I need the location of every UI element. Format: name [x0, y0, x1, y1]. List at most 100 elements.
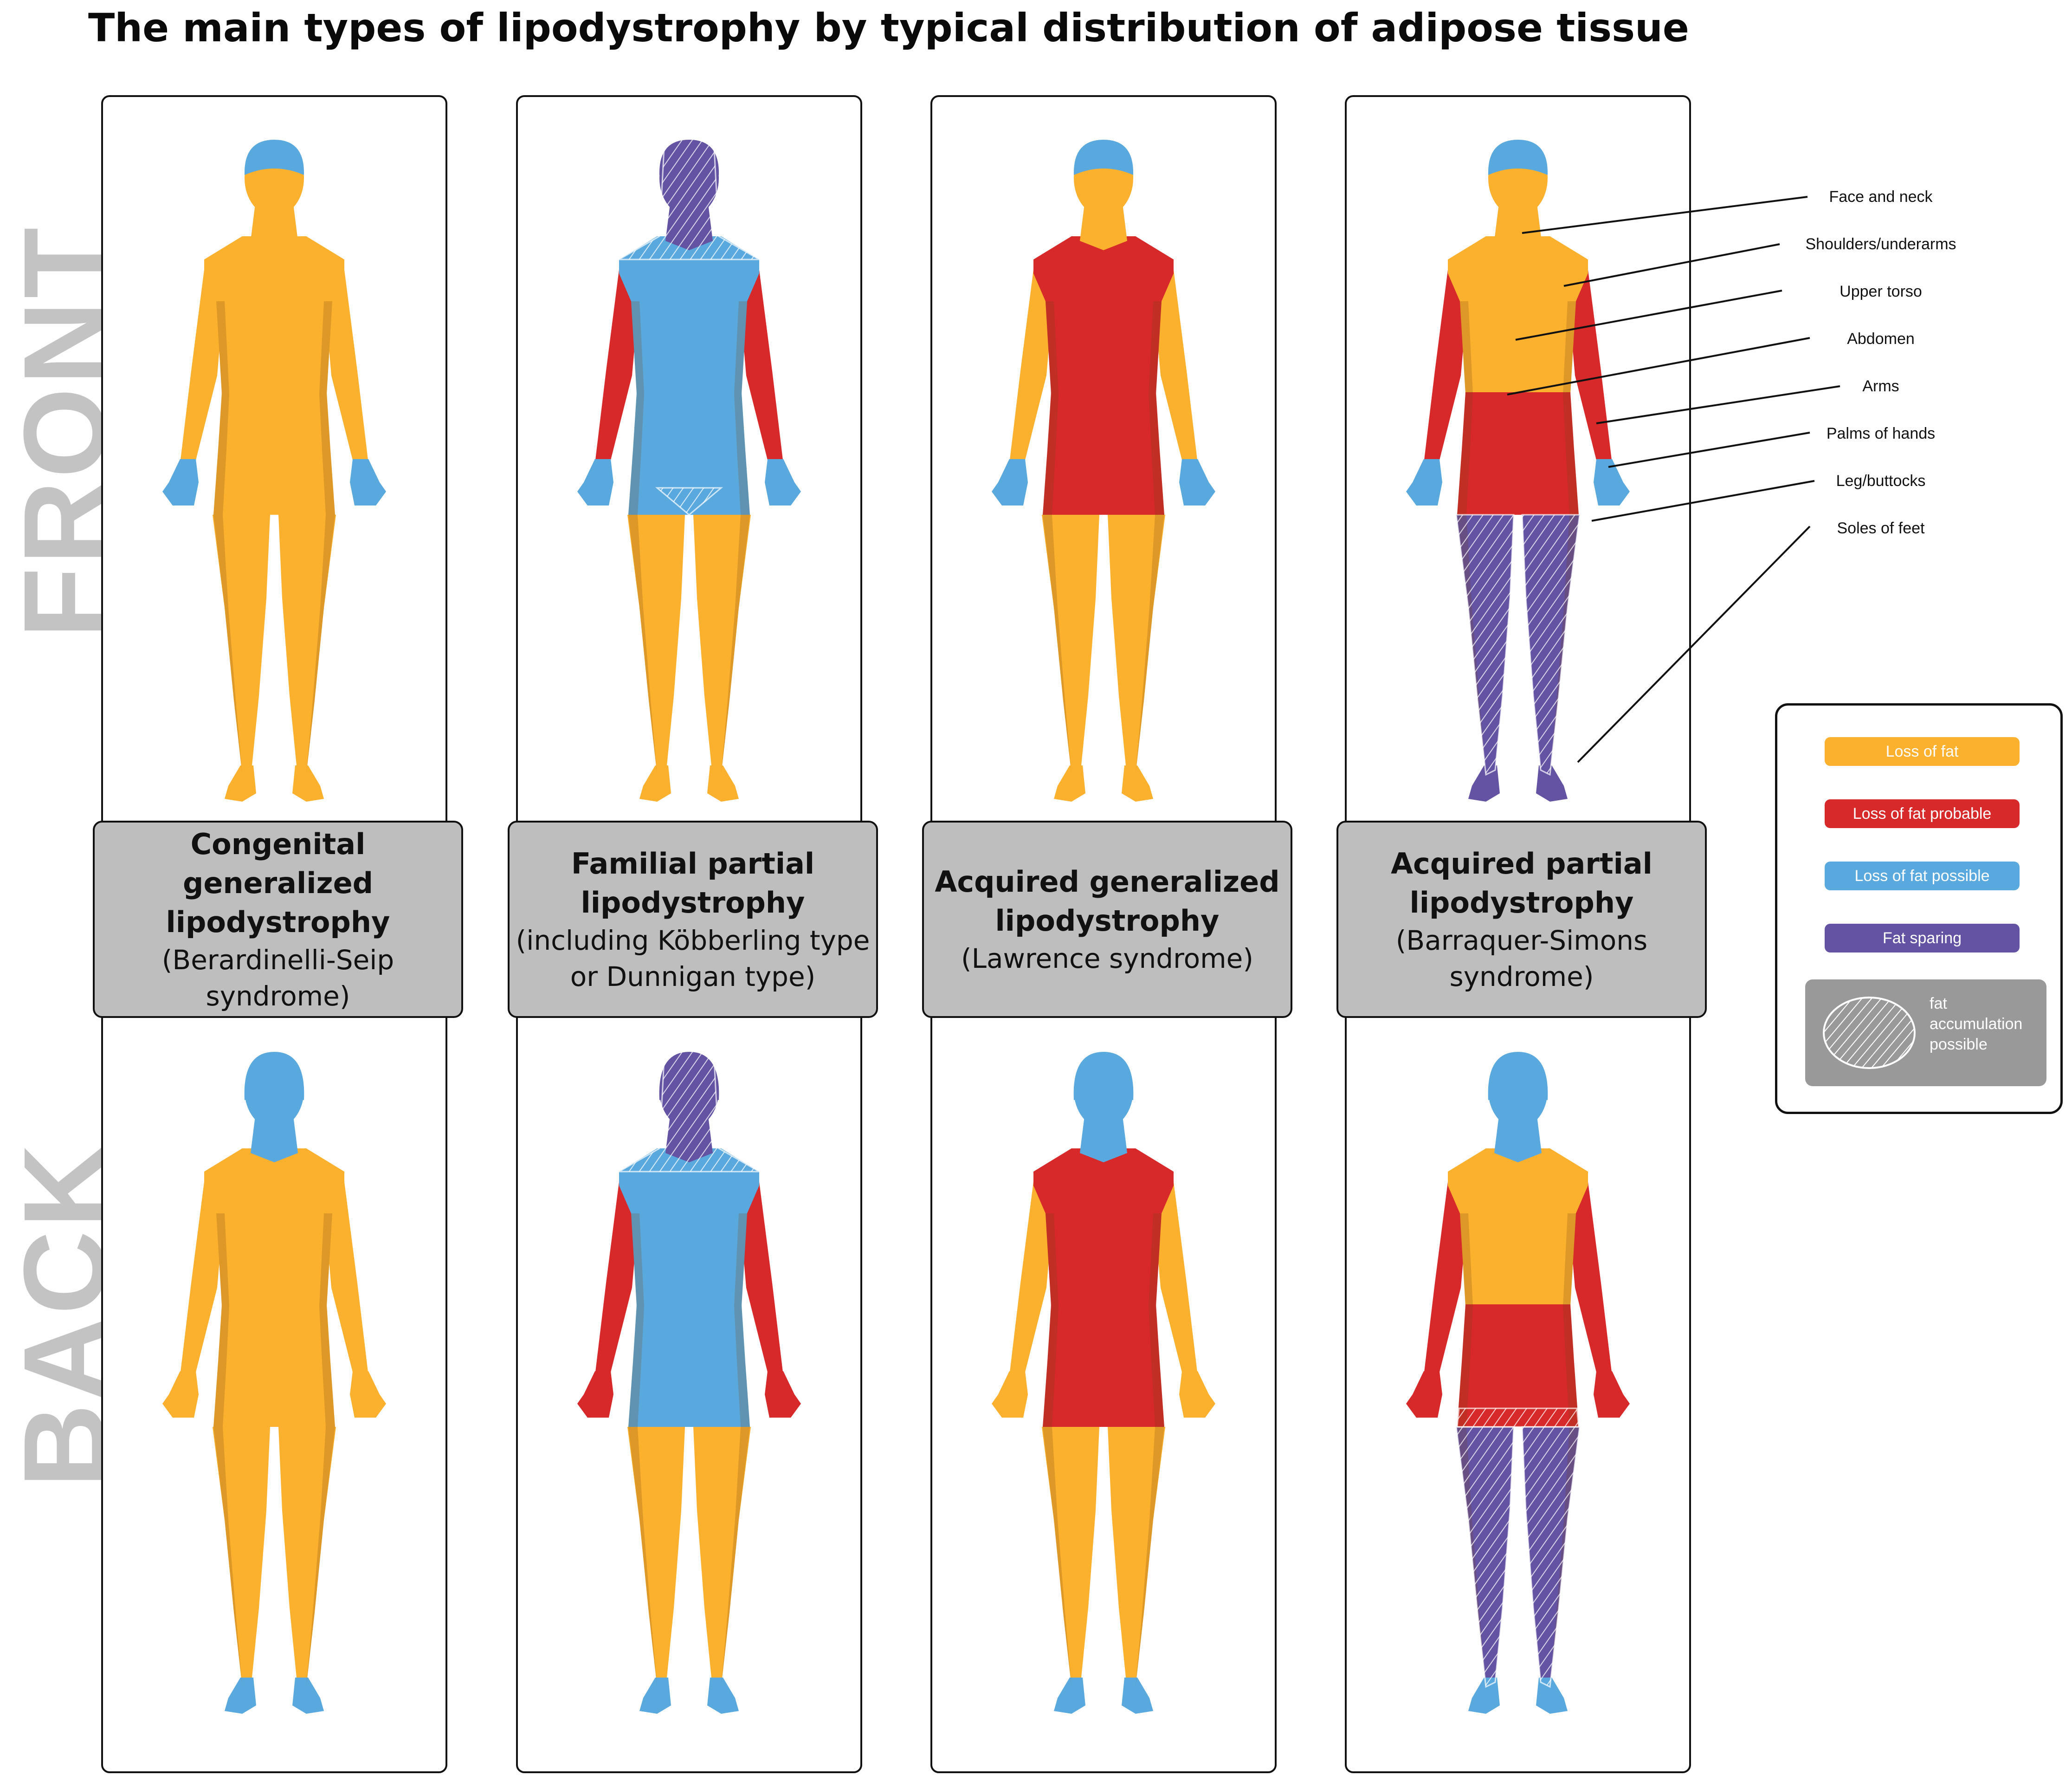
body-shading: [1457, 1213, 1486, 1687]
body-region-legs: [1108, 1427, 1165, 1687]
body-shading: [306, 301, 335, 775]
body-region-upper-torso: [204, 236, 344, 394]
body-region-hands: [350, 459, 386, 505]
body-region-hands: [1179, 1371, 1215, 1418]
body-region-arms: [1567, 1182, 1612, 1376]
body-region-legs: [213, 515, 270, 775]
region-label-face-neck: Face and neck: [1829, 188, 1933, 206]
body-region-legs: [278, 515, 336, 775]
region-label-soles: Soles of feet: [1837, 519, 1925, 537]
body-region-legs: [213, 1427, 270, 1687]
fat-accumulation-zone: [616, 136, 762, 260]
type-caption-acquired-generalized: Acquired generalized lipodystrophy (Lawr…: [922, 821, 1292, 1018]
back-view-panel-congenital-generalized: [101, 1003, 447, 1773]
type-subtitle: (including Köbberling type or Dunnigan t…: [516, 924, 870, 992]
front-body-figure: [1406, 140, 1630, 802]
body-region-hands: [992, 459, 1028, 505]
body-region-feet: [1536, 1678, 1568, 1714]
type-caption-familial-partial: Familial partial lipodystrophy (includin…: [508, 821, 878, 1018]
type-name: Familial partial lipodystrophy: [571, 846, 815, 920]
legend-item-loss-probable: Loss of fat probable: [1825, 799, 2020, 828]
legend-item-fat-sparing: Fat sparing: [1825, 924, 2020, 953]
region-label-upper-torso: Upper torso: [1840, 283, 1922, 300]
body-region-face-neck: [1080, 1116, 1127, 1162]
back-body-figure: [992, 1052, 1215, 1714]
body-region-arms: [595, 1182, 640, 1376]
type-name: Congenital generalized lipodystrophy: [166, 827, 390, 939]
body-shading: [721, 301, 750, 775]
body-region-head: [1488, 140, 1548, 175]
body-region-feet: [225, 765, 256, 802]
body-region-feet: [1468, 1678, 1500, 1714]
type-caption-congenital-generalized: Congenital generalized lipodystrophy (Be…: [93, 821, 463, 1018]
region-label-abdomen: Abdomen: [1847, 330, 1915, 348]
body-region-arms: [180, 1182, 226, 1376]
body-region-hands: [992, 1371, 1028, 1418]
body-region-hands: [765, 459, 801, 505]
body-region-face-neck: [1080, 204, 1127, 250]
body-region-arms: [738, 1182, 783, 1376]
body-region-legs: [1042, 515, 1099, 775]
front-view-panel-acquired-generalized: [930, 95, 1277, 838]
body-region-head: [244, 140, 304, 175]
body-region-legs: [627, 1427, 685, 1687]
body-shading: [1136, 1213, 1164, 1687]
body-region-feet: [1122, 765, 1153, 802]
body-region-hands: [350, 1371, 386, 1418]
body-region-arms: [323, 1182, 368, 1376]
body-region-legs: [693, 1427, 751, 1687]
body-region-arms: [1009, 1182, 1055, 1376]
body-shading: [306, 1213, 335, 1687]
body-region-abdomen: [1457, 1304, 1579, 1427]
body-region-feet: [639, 1678, 671, 1714]
body-region-hands: [577, 459, 613, 505]
body-region-upper-torso: [204, 1148, 344, 1306]
body-region-head: [1073, 140, 1134, 175]
back-body-figure: [1406, 1052, 1630, 1714]
front-body-figure: [162, 140, 386, 802]
body-region-head: [244, 1052, 304, 1100]
back-view-panel-familial-partial: [516, 1003, 862, 1773]
body-region-feet: [639, 765, 671, 802]
fat-accumulation-zone: [1521, 514, 1581, 776]
body-region-head: [1488, 1052, 1548, 1100]
fat-accumulation-zone: [616, 1048, 762, 1173]
body-region-face-neck: [251, 1116, 298, 1162]
body-region-upper-torso: [619, 236, 759, 394]
body-region-upper-torso: [1448, 1148, 1588, 1306]
body-region-hands: [1179, 459, 1215, 505]
legend: Loss of fat Loss of fat probable Loss of…: [1775, 703, 2063, 1114]
body-region-arms: [738, 270, 783, 464]
back-view-panel-acquired-partial: [1345, 1003, 1691, 1773]
type-subtitle: (Barraquer-Simons syndrome): [1395, 924, 1648, 992]
body-region-legs: [693, 515, 751, 775]
body-shading: [721, 1213, 750, 1687]
body-region-head: [1073, 1052, 1134, 1100]
region-label-palms: Palms of hands: [1826, 425, 1936, 442]
type-subtitle: (Berardinelli-Seip syndrome): [161, 944, 394, 1012]
body-region-abdomen: [1457, 392, 1579, 515]
body-region-abdomen: [1043, 1304, 1164, 1427]
fat-accumulation-zone: [1455, 1426, 1515, 1688]
body-region-feet: [1054, 765, 1085, 802]
body-region-feet: [292, 765, 324, 802]
body-region-hands: [765, 1371, 801, 1418]
fat-accumulation-zone: [1455, 514, 1515, 776]
body-region-hands: [162, 1371, 199, 1418]
body-region-feet: [1122, 1678, 1153, 1714]
body-region-upper-torso: [1033, 236, 1174, 394]
body-region-abdomen: [1043, 392, 1164, 515]
body-shading: [1043, 301, 1072, 775]
body-shading: [1457, 301, 1486, 775]
body-region-feet: [292, 1678, 324, 1714]
body-shading: [1043, 1213, 1072, 1687]
legend-hatch-label: fat accumulation possible: [1930, 995, 2023, 1053]
body-region-arms: [595, 270, 640, 464]
body-region-hands: [1406, 1371, 1442, 1418]
body-region-feet: [707, 765, 739, 802]
body-region-abdomen: [628, 392, 750, 515]
body-shading: [213, 1213, 242, 1687]
body-region-face-neck: [1494, 1116, 1542, 1162]
body-region-legs: [278, 1427, 336, 1687]
legend-item-loss-possible: Loss of fat possible: [1825, 862, 2020, 890]
